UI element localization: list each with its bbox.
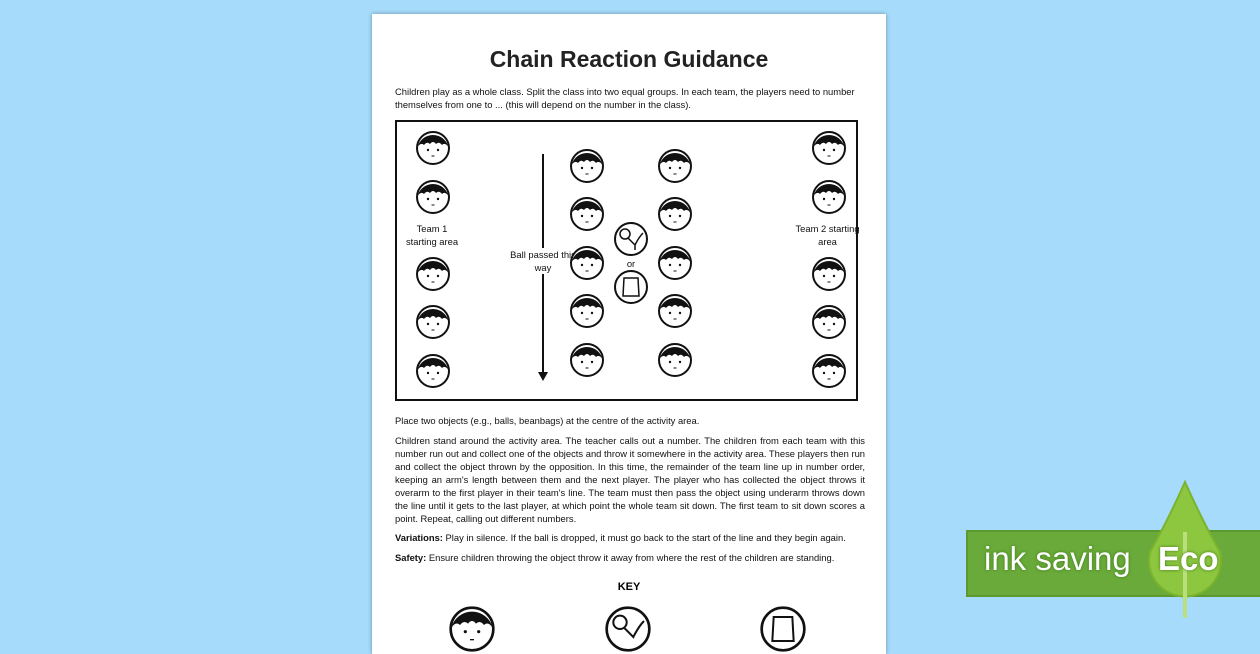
safety-text: Ensure children throwing the object thro… — [428, 552, 835, 563]
child-icon — [415, 130, 451, 166]
arrow-head-icon — [538, 372, 548, 381]
safety-label: Safety: — [395, 552, 427, 563]
team1-label: Team 1 starting area — [405, 223, 459, 247]
child-icon — [415, 256, 451, 292]
eco-text: Eco — [1158, 540, 1219, 577]
child-icon — [811, 304, 847, 340]
child-icon — [415, 179, 451, 215]
child-icon — [811, 179, 847, 215]
arrow-label: Ball passed this way — [510, 248, 576, 274]
leaf-icon — [1148, 480, 1222, 618]
child-icon — [569, 148, 605, 184]
child-icon — [569, 196, 605, 232]
instructions-text: Children stand around the activity area.… — [395, 435, 865, 524]
setup-text: Place two objects (e.g., balls, beanbags… — [395, 415, 700, 426]
child-icon — [811, 353, 847, 389]
variations-text: Play in silence. If the ball is dropped,… — [445, 532, 846, 543]
team2-label: Team 2 starting area — [795, 223, 860, 247]
child-icon — [811, 130, 847, 166]
child-icon — [569, 342, 605, 378]
child-icon — [415, 353, 451, 389]
key-heading: KEY — [617, 581, 641, 593]
child-icon — [569, 245, 605, 281]
child-icon — [657, 342, 693, 378]
activity-diagram: Team 1 starting area Team 2 starting are… — [395, 120, 860, 401]
key-child-icon — [448, 605, 496, 653]
ink-saving-text: ink saving — [984, 540, 1131, 577]
intro-text: Children play as a whole class. Split th… — [395, 86, 855, 110]
child-icon — [569, 293, 605, 329]
child-icon — [657, 293, 693, 329]
key-ball-icon — [605, 606, 651, 652]
beanbag-icon — [614, 270, 648, 304]
worksheet-page: Chain Reaction Guidance Children play as… — [372, 14, 886, 654]
variations-label: Variations: — [395, 532, 443, 543]
key-beanbag-icon — [760, 606, 806, 652]
child-icon — [657, 245, 693, 281]
page-title: Chain Reaction Guidance — [489, 46, 769, 72]
child-icon — [657, 196, 693, 232]
or-label: or — [626, 258, 636, 269]
ball-icon — [614, 222, 648, 256]
child-icon — [811, 256, 847, 292]
child-icon — [657, 148, 693, 184]
child-icon — [415, 304, 451, 340]
